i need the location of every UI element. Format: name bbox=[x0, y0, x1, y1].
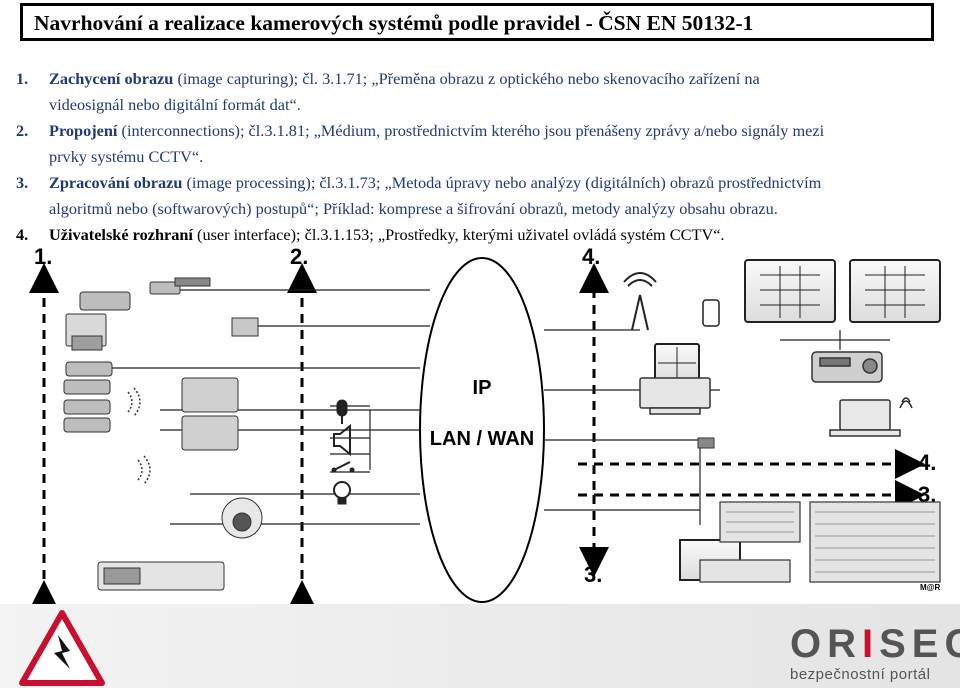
item-term: Zachycení obrazu bbox=[49, 69, 174, 88]
item-text-cont: prvky systému CCTV“. bbox=[49, 147, 204, 166]
credit-mark: M@R bbox=[920, 583, 940, 592]
item-number: 3. bbox=[16, 173, 29, 192]
item-term: Propojení bbox=[49, 121, 118, 140]
item-text-cont: videosignál nebo digitální formát dat“. bbox=[49, 95, 301, 114]
item-text: (user interface); čl.3.1.153; „Prostředk… bbox=[192, 225, 725, 244]
camera-devices bbox=[63, 277, 263, 591]
bullet-camera-icon bbox=[65, 361, 113, 377]
footer-band bbox=[0, 604, 960, 688]
item-number: 2. bbox=[16, 121, 29, 140]
encoder-icon bbox=[181, 377, 239, 413]
monitor-icon bbox=[744, 259, 836, 323]
high-voltage-warning-icon bbox=[19, 610, 105, 686]
list-item: 2. Propojení (interconnections); čl.3.1.… bbox=[16, 118, 946, 170]
control-keyboard-icon bbox=[811, 351, 883, 383]
title-box: Navrhování a realizace kamerových systém… bbox=[20, 3, 934, 41]
ptz-camera-icon bbox=[71, 335, 103, 351]
network-switch-icon bbox=[231, 317, 259, 337]
workstation-icon bbox=[639, 377, 711, 415]
section-label-2: 2. bbox=[290, 244, 308, 269]
section-label-3-bottom: 3. bbox=[584, 562, 602, 587]
switch-icon bbox=[333, 461, 351, 471]
list-item: 1. Zachycení obrazu (image capturing); č… bbox=[16, 66, 946, 118]
item-number: 1. bbox=[16, 69, 29, 88]
item-term: Zpracování obrazu bbox=[49, 173, 183, 192]
orisec-logo: ORISEC bezpečnostní portál bbox=[790, 624, 960, 683]
monitor-icon bbox=[849, 259, 941, 323]
item-text: (image capturing); čl. 3.1.71; „Přeměna … bbox=[173, 69, 760, 88]
recorder-rack bbox=[699, 501, 941, 583]
logo-wordmark: ORISEC bbox=[790, 622, 960, 666]
cctv-system-diagram: 1. 2. 4. 4. 3. 3. IP LAN / WAN bbox=[29, 244, 941, 604]
footer: ORISEC bezpečnostní portál bbox=[0, 604, 960, 688]
wifi-icon bbox=[899, 397, 913, 409]
page-title: Navrhování a realizace kamerových systém… bbox=[34, 11, 754, 35]
section-label-1: 1. bbox=[34, 244, 52, 269]
item-text-cont: algoritmů nebo (softwarových) postupů“; … bbox=[49, 199, 778, 218]
item-text: (interconnections); čl.3.1.81; „Médium, … bbox=[117, 121, 825, 140]
section-label-4-top: 4. bbox=[582, 244, 600, 269]
section-label-4-right: 4. bbox=[918, 450, 936, 475]
sensor-devices bbox=[331, 399, 355, 505]
item-text: (image processing); čl.3.1.73; „Metoda ú… bbox=[182, 173, 822, 192]
storage-array-icon bbox=[809, 501, 941, 583]
list-item: 4. Uživatelské rozhraní (user interface)… bbox=[16, 222, 946, 248]
logo-tagline: bezpečnostní portál bbox=[790, 666, 931, 683]
laptop-icon bbox=[829, 399, 901, 437]
microphone-icon bbox=[336, 399, 348, 417]
box-camera-icon bbox=[79, 291, 131, 311]
list-item: 3. Zpracování obrazu (image processing);… bbox=[16, 170, 946, 222]
smartphone-icon bbox=[702, 299, 720, 327]
wireless-signal-icon bbox=[127, 387, 151, 485]
network-node-icon bbox=[697, 437, 715, 449]
network-label-ip: IP bbox=[473, 377, 492, 399]
item-term: Uživatelské rozhraní bbox=[49, 225, 193, 244]
network-label-lan: LAN / WAN bbox=[430, 428, 534, 450]
light-bulb-icon bbox=[333, 481, 351, 499]
item-number: 4. bbox=[16, 225, 29, 244]
usb-adapter-icon bbox=[149, 281, 181, 295]
antenna-icon bbox=[623, 272, 657, 331]
definition-list: 1. Zachycení obrazu (image capturing); č… bbox=[16, 66, 946, 248]
speaker-icon bbox=[333, 423, 351, 457]
